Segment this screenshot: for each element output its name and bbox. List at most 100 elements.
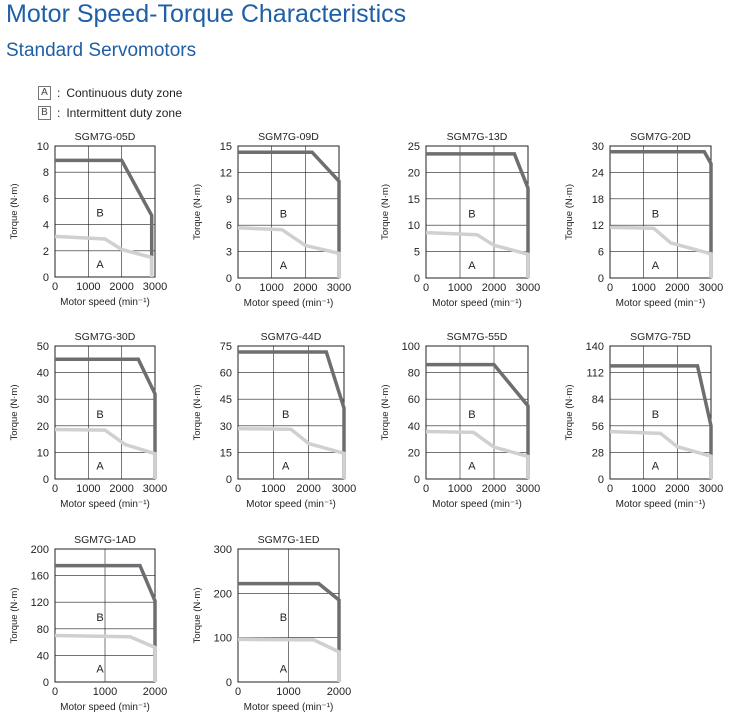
zone-label-a: A — [468, 260, 476, 272]
y-tick-label: 15 — [220, 141, 232, 153]
y-tick-label: 45 — [220, 394, 232, 406]
y-tick-label: 0 — [598, 474, 604, 486]
x-tick-label: 1000 — [259, 282, 283, 294]
y-axis-label: Torque (N·m) — [9, 385, 20, 441]
y-tick-label: 30 — [592, 141, 604, 153]
intermittent-zone-line — [55, 563, 157, 682]
zone-label-b: B — [280, 208, 287, 220]
x-tick-label: 0 — [52, 281, 58, 293]
x-axis-label: Motor speed (min⁻¹) — [244, 702, 334, 713]
x-tick-label: 2000 — [293, 282, 317, 294]
y-tick-label: 140 — [586, 341, 604, 353]
chart-title: SGM7G-05D — [75, 131, 136, 143]
zone-label-a: A — [96, 259, 104, 271]
y-tick-label: 160 — [31, 571, 49, 583]
x-tick-label: 1000 — [93, 686, 117, 698]
y-tick-label: 80 — [37, 624, 49, 636]
y-tick-label: 100 — [402, 341, 420, 353]
y-tick-label: 84 — [592, 394, 604, 406]
y-tick-label: 5 — [414, 247, 420, 259]
continuous-zone-line — [54, 427, 157, 479]
legend: A : Continuous duty zone B : Intermitten… — [38, 83, 182, 123]
y-tick-label: 100 — [214, 633, 232, 645]
x-axis-label: Motor speed (min⁻¹) — [244, 298, 334, 309]
x-tick-label: 2000 — [143, 686, 167, 698]
continuous-zone-line — [54, 633, 157, 682]
chart-title: SGM7G-20D — [630, 131, 691, 143]
zone-label-a: A — [96, 461, 104, 473]
y-tick-label: 6 — [43, 193, 49, 205]
intermittent-zone-line — [238, 350, 346, 479]
legend-item-a: A : Continuous duty zone — [38, 83, 182, 103]
x-tick-label: 3000 — [699, 282, 723, 294]
y-tick-label: 10 — [408, 220, 420, 232]
x-tick-label: 0 — [607, 282, 613, 294]
zone-label-b: B — [652, 208, 659, 220]
chart-title: SGM7G-55D — [447, 331, 508, 343]
chart-title: SGM7G-1AD — [74, 534, 136, 546]
zone-label-b: B — [468, 409, 475, 421]
intermittent-zone-line — [426, 362, 530, 479]
y-tick-label: 0 — [226, 677, 232, 689]
chart-title: SGM7G-44D — [261, 331, 322, 343]
zone-label-b: B — [96, 612, 103, 624]
x-tick-label: 0 — [235, 282, 241, 294]
x-axis-label: Motor speed (min⁻¹) — [616, 499, 706, 510]
y-tick-label: 0 — [226, 273, 232, 285]
x-tick-label: 1000 — [276, 686, 300, 698]
intermittent-zone-line — [238, 150, 341, 278]
x-tick-label: 3000 — [516, 282, 540, 294]
y-tick-label: 40 — [37, 650, 49, 662]
continuous-zone-line — [54, 234, 154, 277]
x-tick-label: 2000 — [109, 281, 133, 293]
x-tick-label: 2000 — [482, 483, 506, 495]
zone-label-a: A — [280, 664, 288, 676]
intermittent-zone-line — [55, 158, 154, 277]
x-tick-label: 0 — [235, 483, 241, 495]
page-title: Motor Speed-Torque Characteristics — [6, 0, 407, 28]
x-tick-label: 2000 — [296, 483, 320, 495]
x-tick-label: 0 — [423, 483, 429, 495]
y-axis-label: Torque (N·m) — [9, 184, 20, 240]
chart-title: SGM7G-13D — [447, 131, 508, 143]
x-tick-label: 1000 — [76, 483, 100, 495]
y-tick-label: 120 — [31, 597, 49, 609]
intermittent-zone-line — [610, 149, 713, 278]
x-axis-label: Motor speed (min⁻¹) — [60, 499, 150, 510]
y-tick-label: 0 — [414, 474, 420, 486]
plot-frame — [237, 345, 345, 480]
continuous-zone-line — [237, 226, 341, 278]
x-tick-label: 3000 — [143, 281, 167, 293]
zone-label-a: A — [282, 461, 290, 473]
y-tick-label: 30 — [37, 394, 49, 406]
y-tick-label: 60 — [220, 368, 232, 380]
x-tick-label: 1000 — [448, 483, 472, 495]
x-tick-label: 1000 — [631, 483, 655, 495]
x-tick-label: 2000 — [327, 686, 351, 698]
y-tick-label: 28 — [592, 447, 604, 459]
x-axis-label: Motor speed (min⁻¹) — [60, 702, 150, 713]
y-tick-label: 6 — [226, 220, 232, 232]
y-tick-label: 12 — [220, 167, 232, 179]
continuous-zone-line — [425, 429, 530, 479]
x-tick-label: 3000 — [516, 483, 540, 495]
x-tick-label: 1000 — [261, 483, 285, 495]
legend-key-a: A — [38, 86, 51, 100]
x-tick-label: 3000 — [143, 483, 167, 495]
intermittent-zone-line — [426, 152, 530, 278]
y-axis-label: Torque (N·m) — [380, 385, 391, 441]
intermittent-zone-line — [55, 357, 157, 479]
zone-label-a: A — [468, 461, 476, 473]
legend-separator: : — [57, 106, 61, 120]
chart-title: SGM7G-09D — [258, 131, 319, 143]
intermittent-zone-line — [610, 364, 713, 479]
legend-key-b: B — [38, 106, 51, 120]
legend-item-b: B : Intermittent duty zone — [38, 103, 182, 123]
y-tick-label: 0 — [226, 474, 232, 486]
y-tick-label: 0 — [414, 273, 420, 285]
x-tick-label: 1000 — [76, 281, 100, 293]
